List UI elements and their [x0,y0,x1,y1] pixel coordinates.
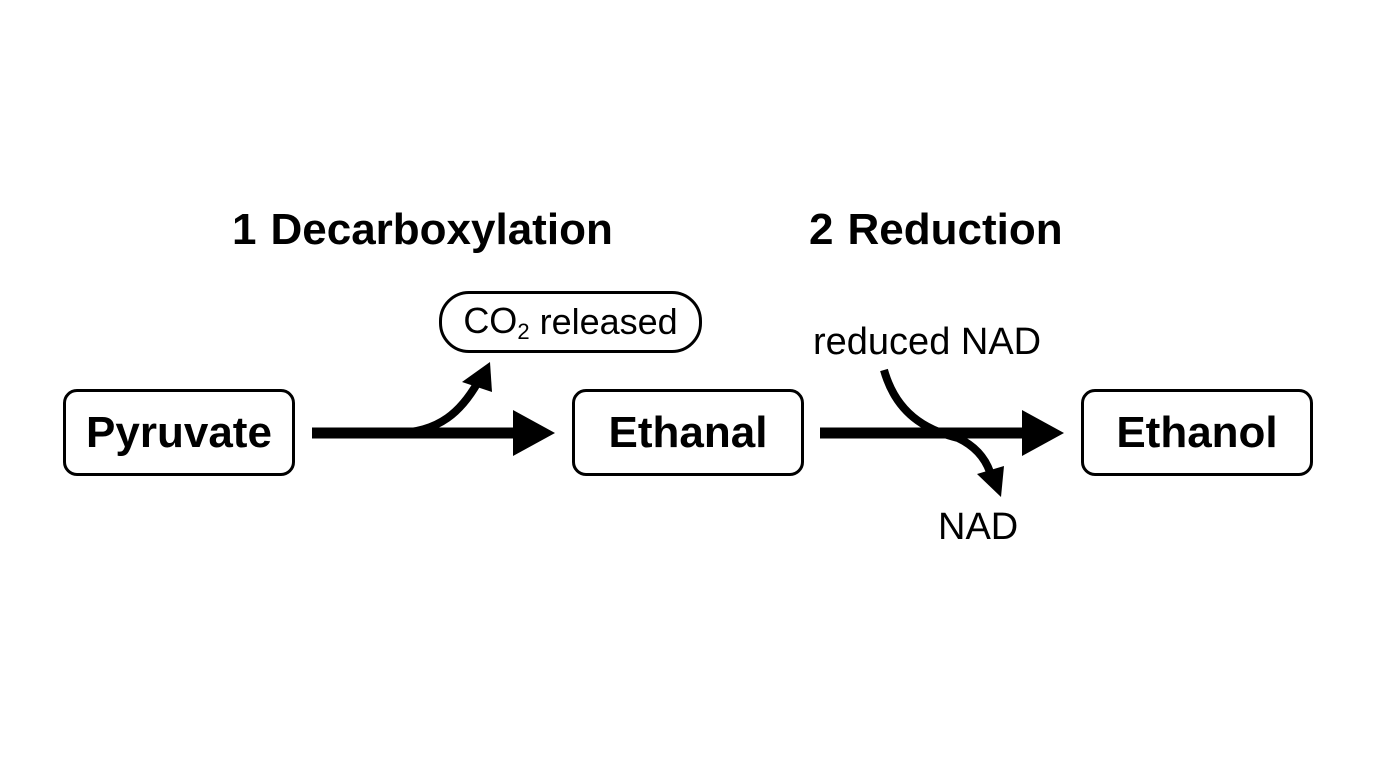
pyruvate-box: Pyruvate [63,389,295,476]
co2-formula: CO2 [463,300,529,345]
reduction-arrow [820,410,1064,456]
pyruvate-label: Pyruvate [86,407,272,457]
step-1-name: Decarboxylation [270,205,613,254]
ethanal-box: Ethanal [572,389,804,476]
co2-formula-base: CO [463,299,518,341]
decarboxylation-arrow [312,410,555,456]
ethanol-box: Ethanol [1081,389,1313,476]
nad-label: NAD [938,506,1019,548]
co2-release-arrow [394,362,492,437]
co2-formula-subscript: 2 [517,318,530,344]
ethanal-label: Ethanal [608,407,768,457]
co2-released-text: released [539,301,678,342]
ethanol-label: Ethanol [1116,407,1278,457]
co2-released-pill: CO2 released [439,291,702,353]
step-2-number: 2 [809,205,834,254]
step-1-number: 1 [232,205,257,254]
step-1-heading: 1 Decarboxylation [232,205,613,255]
nad-conversion-arrow [880,368,1004,497]
step-2-name: Reduction [847,205,1063,254]
reduced-nad-label: reduced NAD [813,321,1042,363]
step-2-heading: 2 Reduction [809,205,1063,255]
